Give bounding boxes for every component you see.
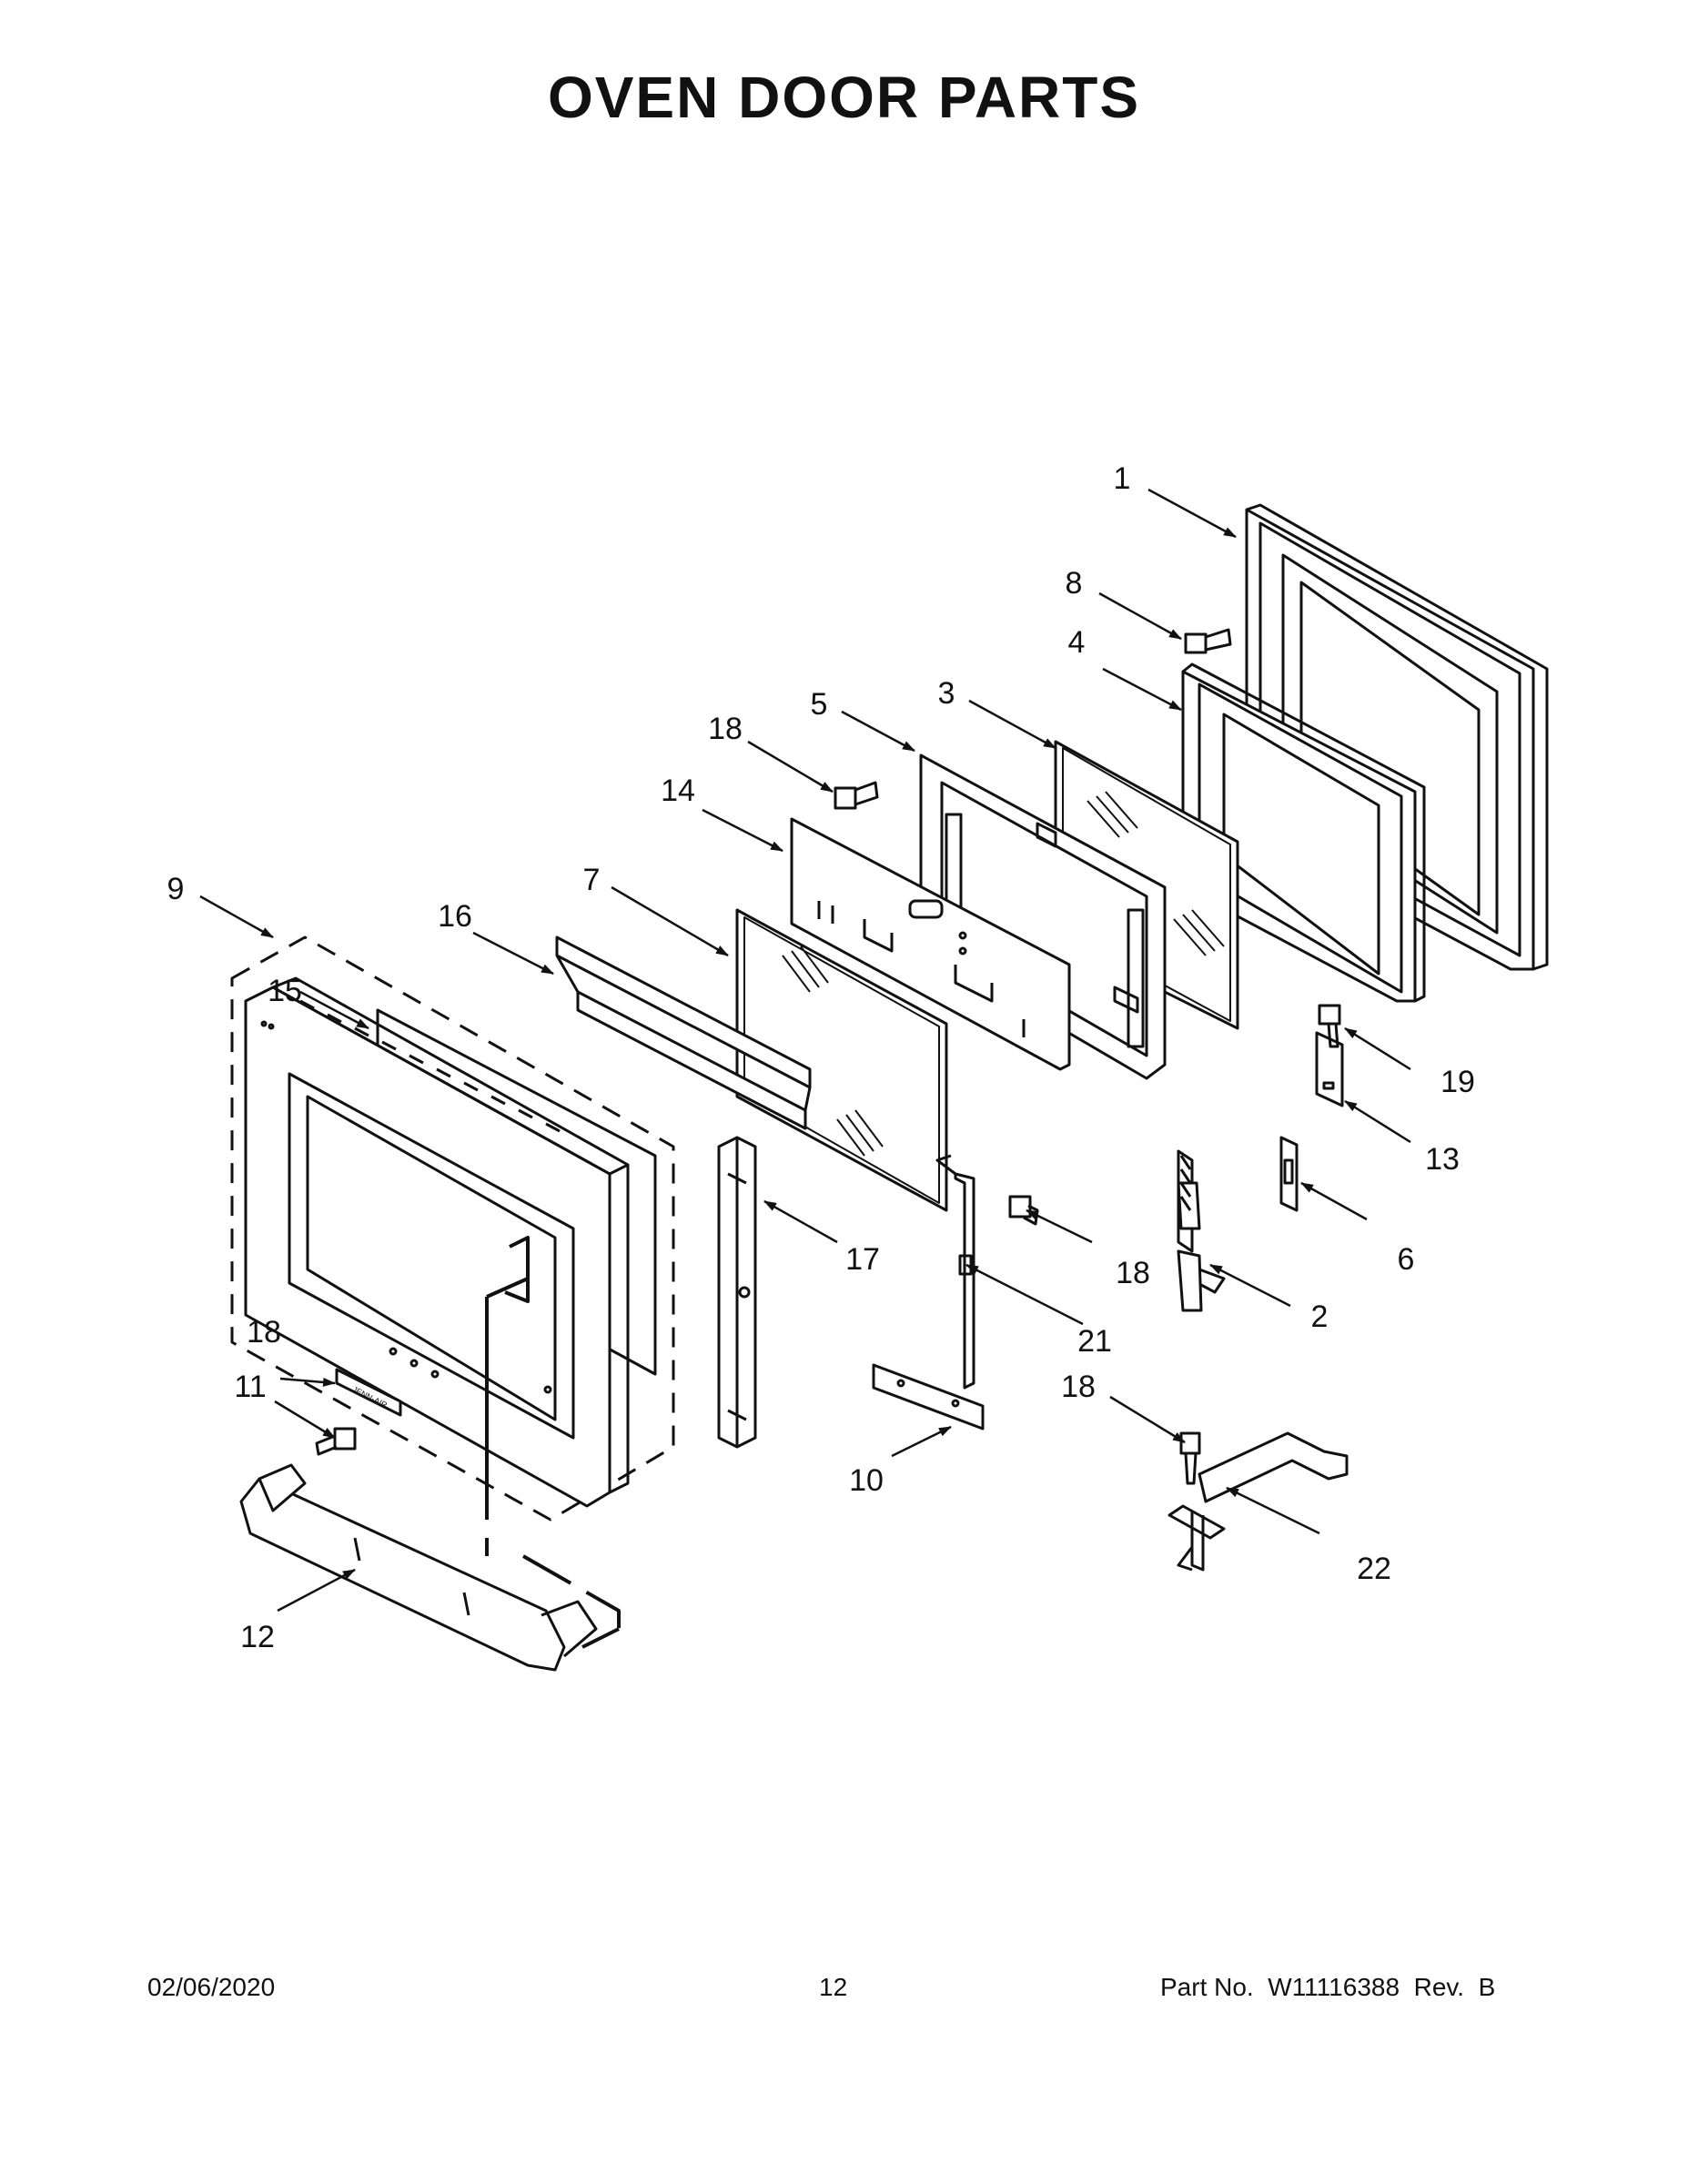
part-18-screw-top <box>834 781 879 810</box>
callout-10: 10 <box>849 1463 884 1498</box>
part-6-clip <box>1279 1136 1299 1212</box>
part-5-bracket-frame <box>919 753 1167 1080</box>
part-9-door-assembly-outline <box>230 935 675 1522</box>
footer-part-number: Part No. W11116388 Rev. B <box>1160 1973 1496 2001</box>
callout-21: 21 <box>1077 1324 1112 1359</box>
callout-8: 8 <box>1066 566 1083 601</box>
callout-11: 11 <box>234 1370 266 1404</box>
part-11-screw <box>315 1427 357 1456</box>
part-21-bracket <box>935 1154 975 1390</box>
leader-arrows <box>199 488 1411 1613</box>
part-18-screw-middle <box>1008 1195 1039 1226</box>
callout-1: 1 <box>1114 461 1131 496</box>
part-14-heat-shield <box>790 817 1071 1071</box>
part-18-screw-bottom <box>1179 1431 1201 1485</box>
part-16-channel <box>555 935 812 1130</box>
callout-22: 22 <box>1357 1552 1391 1586</box>
page-title: OVEN DOOR PARTS <box>547 65 1141 130</box>
callout-6: 6 <box>1398 1242 1415 1277</box>
footer-page-number: 12 <box>819 1973 848 2001</box>
callout-18-top: 18 <box>708 712 743 746</box>
callout-9: 9 <box>167 872 185 906</box>
hinge-connection-line <box>485 1236 621 1649</box>
footer-date: 02/06/2020 <box>147 1973 276 2001</box>
callout-numbers: 1 8 4 3 5 18 14 7 9 16 15 17 19 13 6 2 1… <box>167 461 1475 1654</box>
callout-13: 13 <box>1425 1142 1460 1177</box>
callout-18-bottom: 18 <box>1061 1370 1096 1404</box>
callout-12: 12 <box>240 1620 275 1654</box>
part-10-plate <box>872 1363 985 1431</box>
outer-door-panel <box>244 976 630 1508</box>
part-8-screw <box>1184 628 1232 654</box>
callout-2: 2 <box>1311 1299 1329 1334</box>
callout-20: 18 <box>247 1315 281 1350</box>
callout-3: 3 <box>938 676 955 711</box>
callout-18-middle: 18 <box>1116 1256 1150 1290</box>
part-20-brand-badge <box>335 1368 402 1417</box>
part-13-clip <box>1315 1031 1344 1107</box>
callout-16: 16 <box>438 899 472 934</box>
part-12-handle <box>239 1463 598 1672</box>
callout-17: 17 <box>845 1242 880 1277</box>
callout-7: 7 <box>583 863 601 897</box>
part-19-screw <box>1318 1004 1341 1048</box>
callout-14: 14 <box>661 774 695 808</box>
callout-15: 15 <box>268 974 302 1008</box>
part-17-side-trim <box>717 1136 757 1449</box>
callout-19: 19 <box>1440 1065 1475 1099</box>
callout-4: 4 <box>1068 625 1086 660</box>
callout-5: 5 <box>811 687 828 722</box>
part-2-hinge <box>1177 1149 1226 1312</box>
